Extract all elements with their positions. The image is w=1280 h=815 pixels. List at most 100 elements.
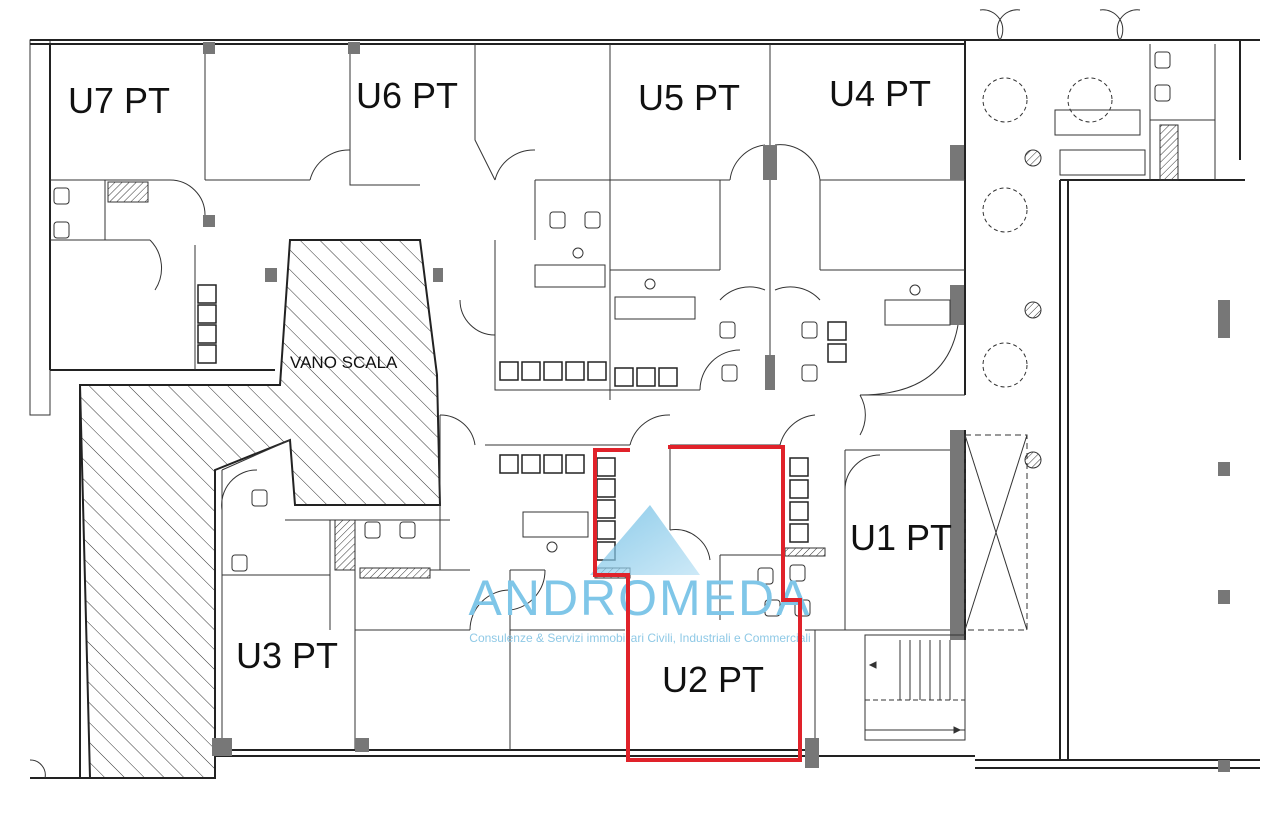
chair	[596, 478, 616, 498]
chair	[521, 454, 541, 474]
column	[950, 145, 964, 180]
door-swing	[1099, 9, 1124, 41]
sanitary-fixture	[719, 321, 736, 339]
stairwell-hatch	[78, 239, 442, 779]
door-swing	[779, 414, 816, 446]
column	[355, 738, 369, 752]
chair	[827, 343, 847, 363]
sanitary-fixture	[231, 554, 248, 572]
columns	[203, 42, 1230, 772]
column	[1218, 462, 1230, 476]
door-swing	[669, 529, 711, 561]
unit-label-u6: U6 PT	[356, 75, 458, 116]
sanitary-fixture	[53, 221, 70, 239]
planters	[982, 77, 1113, 388]
sanitary-fixture	[549, 211, 566, 229]
chair	[565, 454, 585, 474]
door-swing	[309, 149, 351, 181]
hatched-blocks	[107, 124, 1179, 579]
chair	[614, 367, 634, 387]
sanitary-fixture	[721, 364, 738, 382]
sanitary-fixture	[1154, 84, 1171, 102]
unit-label-u5: U5 PT	[638, 77, 740, 118]
door-swing	[729, 144, 766, 181]
chair	[596, 457, 616, 477]
sanitary-fixture	[1154, 51, 1171, 69]
door-swing	[774, 286, 821, 301]
pillars	[1024, 149, 1042, 469]
chair	[789, 457, 809, 477]
desk-chair	[572, 247, 584, 259]
door-swing	[169, 179, 206, 216]
chair	[197, 324, 217, 344]
door-swing	[719, 286, 766, 301]
u2-highlight-outline	[593, 445, 802, 762]
desk-chair	[909, 284, 921, 296]
chair	[543, 361, 563, 381]
column	[433, 268, 443, 282]
column	[203, 215, 215, 227]
door-swing	[29, 759, 46, 779]
column	[950, 285, 964, 325]
interior-walls	[50, 44, 1216, 750]
sanitary-fixture	[801, 364, 818, 382]
column	[1218, 590, 1230, 604]
chair	[636, 367, 656, 387]
unit-label-u3: U3 PT	[236, 635, 338, 676]
column	[265, 268, 277, 282]
chair	[658, 367, 678, 387]
doors	[29, 9, 1141, 779]
chair	[596, 499, 616, 519]
column	[805, 738, 819, 768]
chair	[596, 520, 616, 540]
column	[950, 430, 964, 640]
walls	[30, 39, 1260, 779]
sanitary-fixture	[801, 321, 818, 339]
desk	[534, 264, 606, 288]
column	[1218, 760, 1230, 772]
chair	[499, 361, 519, 381]
door-swing	[469, 589, 511, 631]
lift-void	[964, 434, 1028, 631]
chair	[789, 523, 809, 543]
sanitary-fixture	[789, 564, 806, 582]
sanitary-fixture	[364, 521, 381, 539]
chair	[587, 361, 607, 381]
door-swing	[149, 239, 163, 291]
chair	[543, 454, 563, 474]
chair	[789, 501, 809, 521]
chair	[499, 454, 519, 474]
hatched-walls	[29, 39, 442, 779]
column	[212, 738, 232, 756]
sanitary-fixture	[757, 567, 774, 585]
sanitary-fixture	[53, 187, 70, 205]
door-swing	[439, 414, 476, 446]
andromeda-watermark: ANDROMEDA Consulenze & Servizi immobilia…	[468, 505, 811, 645]
door-swing	[996, 9, 1021, 41]
door-swing	[459, 299, 496, 336]
door-swing	[844, 454, 881, 491]
column	[203, 42, 215, 54]
desk	[614, 296, 696, 320]
sanitary-fixture	[584, 211, 601, 229]
hatched-block	[107, 181, 149, 203]
watermark-brand: ANDROMEDA	[468, 570, 811, 626]
andromeda-logo-icon	[590, 505, 700, 575]
chair	[197, 284, 217, 304]
chair	[521, 361, 541, 381]
hatched-block	[359, 567, 431, 579]
staircase	[864, 634, 966, 741]
desk-chair	[644, 278, 656, 290]
sanitary-fixture	[251, 489, 268, 507]
hatched-block	[334, 519, 356, 571]
unit-label-u2: U2 PT	[662, 659, 764, 700]
desks	[522, 247, 951, 553]
desk-chair	[546, 541, 558, 553]
hatched-block	[784, 547, 826, 557]
column	[1218, 300, 1230, 338]
door-swing	[494, 149, 536, 181]
outer-walls	[30, 39, 1260, 779]
desk	[884, 299, 951, 326]
door-swing	[699, 349, 741, 391]
